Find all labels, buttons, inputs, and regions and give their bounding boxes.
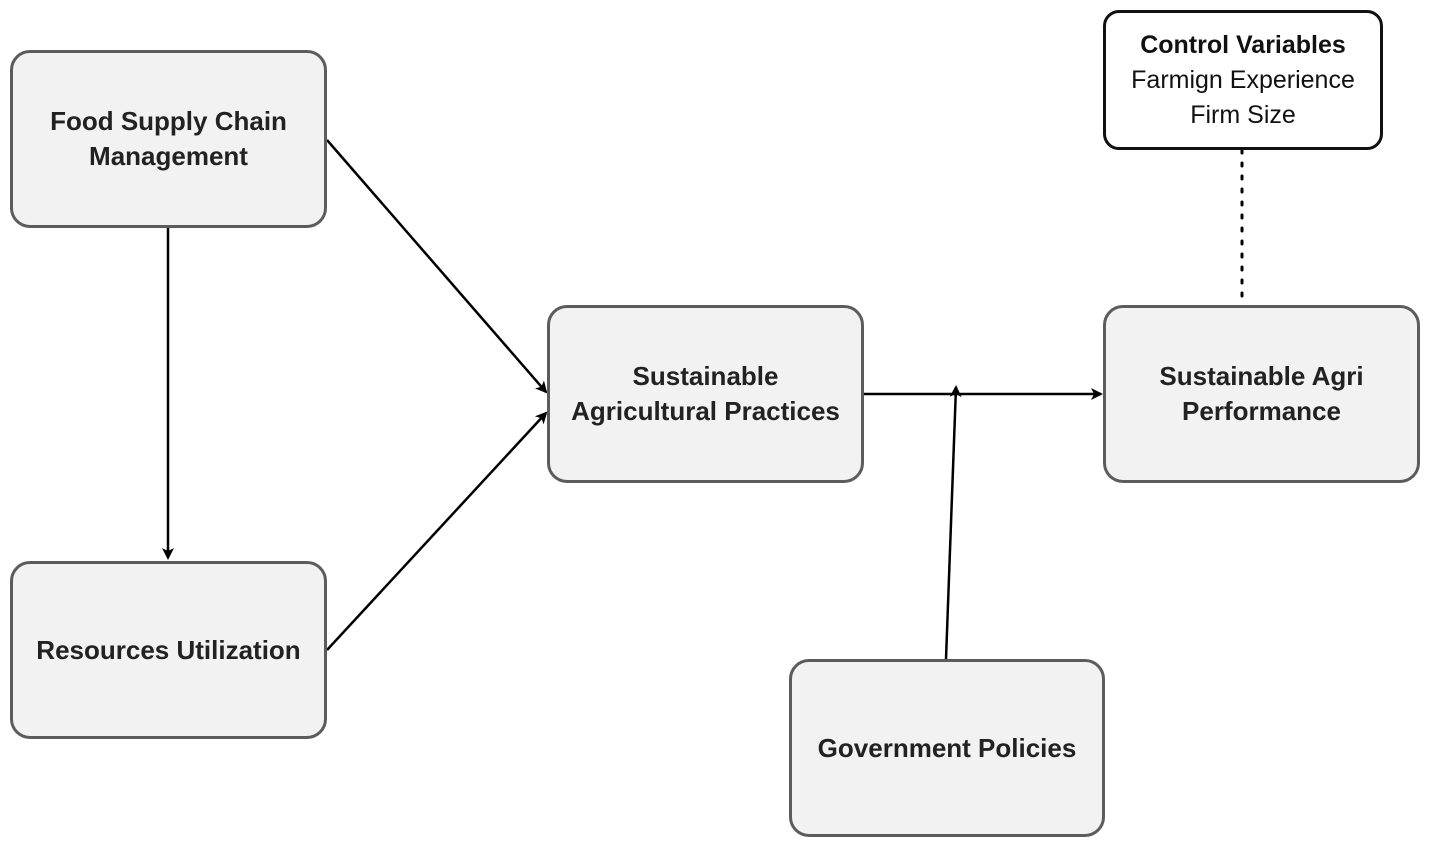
node-sustainable-agri-performance: Sustainable Agri Performance [1103,305,1420,483]
node-label-line: Sustainable Agri [1159,361,1364,391]
node-resources-utilization: Resources Utilization [10,561,327,739]
edge-government-moderation [944,385,962,660]
node-government-policies: Government Policies [789,659,1105,837]
node-label-line: Management [89,141,248,171]
node-label-line: Government Policies [817,732,1077,763]
node-label-line: Sustainable [632,361,779,391]
control-variables-title: Control Variables [1140,30,1346,59]
edge-resources-to-practices [326,411,548,651]
node-sustainable-agricultural-practices: Sustainable Agricultural Practices [547,305,864,483]
node-food-supply-chain-management: Food Supply Chain Management [10,50,327,228]
node-label-line: Performance [1182,396,1341,426]
node-control-variables: Control Variables Farmign Experience Fir… [1103,10,1383,150]
control-variable-item: Farmign Experience [1131,65,1355,94]
edge-fscm-to-practices [326,139,548,394]
node-label-line: Agricultural Practices [571,396,840,426]
control-variable-item: Firm Size [1190,100,1296,129]
node-label-line: Resources Utilization [36,634,301,665]
node-label-line: Food Supply Chain [50,106,287,136]
